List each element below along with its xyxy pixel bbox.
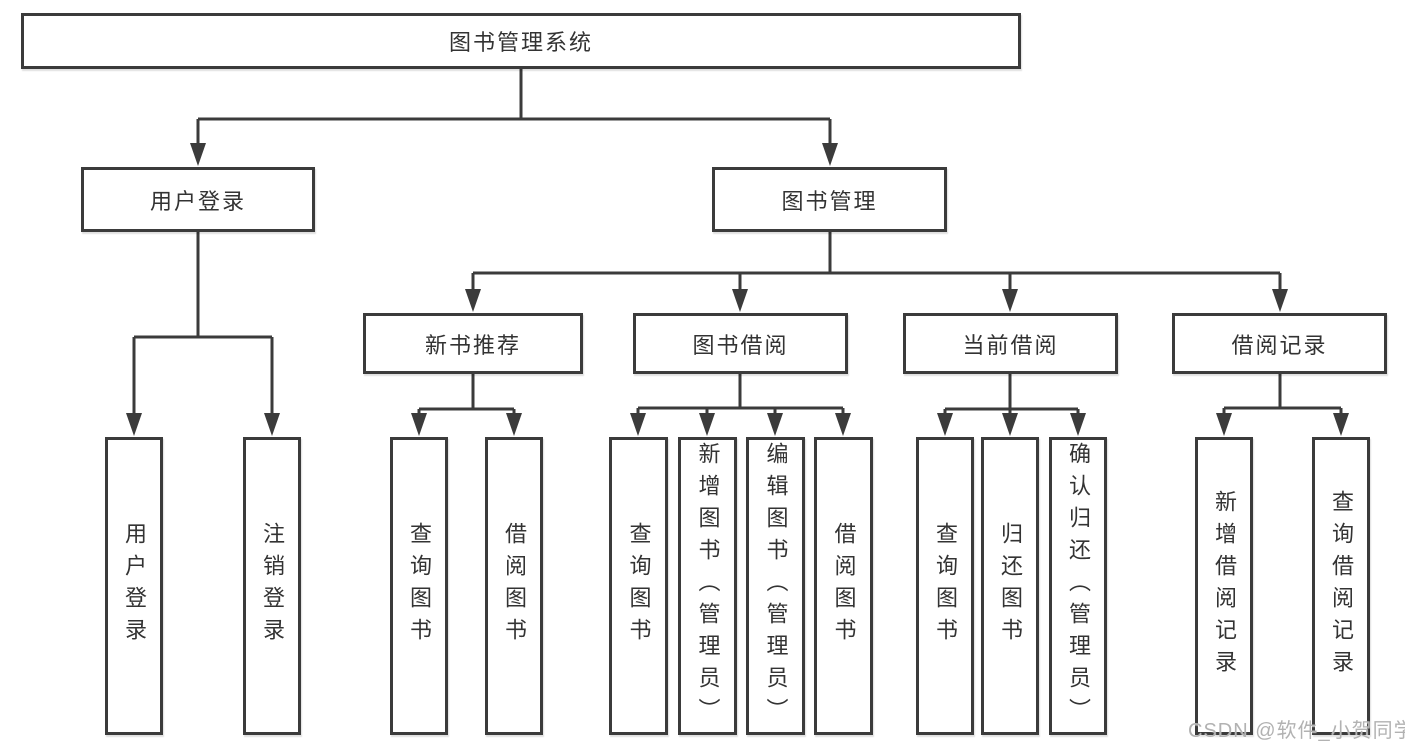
arrow-icon — [822, 143, 838, 166]
leaf-user-login: 用户登录 — [105, 437, 163, 735]
arrow-icon — [699, 413, 715, 436]
node-label: 用户登录 — [149, 188, 246, 214]
arrow-icon — [1070, 413, 1086, 436]
leaf-add-borrow-record: 新增借阅记录 — [1195, 437, 1253, 735]
arrow-icon — [1002, 289, 1018, 312]
connector-borrow-record-group — [1222, 374, 1343, 416]
connector-root — [196, 69, 832, 146]
connector-new-book-group — [417, 374, 516, 416]
leaf-query-books-recommend: 查询图书 — [390, 437, 448, 735]
node-label: 用户登录 — [122, 522, 147, 650]
leaf-return-books: 归还图书 — [981, 437, 1039, 735]
node-label: 借阅图书 — [831, 522, 857, 650]
node-root-system: 图书管理系统 — [21, 13, 1021, 69]
node-label: 新增图书（管理员） — [695, 442, 721, 730]
connector-book-borrow-group — [636, 374, 845, 416]
node-label: 查询图书 — [407, 522, 432, 650]
arrow-icon — [732, 289, 748, 312]
node-label: 查询图书 — [933, 522, 958, 650]
node-label: 图书借阅 — [692, 332, 789, 358]
arrow-icon — [1216, 413, 1232, 436]
arrow-icon — [126, 413, 142, 436]
node-book-borrow: 图书借阅 — [633, 313, 848, 374]
node-label: 图书管理 — [781, 188, 878, 214]
leaf-query-borrow-record: 查询借阅记录 — [1312, 437, 1370, 735]
leaf-edit-books-admin: 编辑图书（管理员） — [746, 437, 805, 735]
node-label: 查询借阅记录 — [1329, 490, 1354, 682]
node-new-book-recommend: 新书推荐 — [363, 313, 583, 374]
node-label: 新书推荐 — [424, 332, 521, 358]
leaf-logout: 注销登录 — [243, 437, 301, 735]
connector-current-borrow-group — [943, 374, 1080, 416]
node-label: 编辑图书（管理员） — [763, 442, 789, 730]
node-label: 借阅记录 — [1231, 332, 1328, 358]
node-label: 注销登录 — [260, 522, 285, 650]
arrow-icon — [506, 413, 522, 436]
connector-arrowheads — [126, 143, 1349, 436]
leaf-add-books-admin: 新增图书（管理员） — [678, 437, 737, 735]
node-user-login: 用户登录 — [81, 167, 315, 232]
arrow-icon — [835, 413, 851, 436]
node-book-management: 图书管理 — [712, 167, 947, 232]
connector-user-login-group — [132, 232, 274, 416]
node-label: 当前借阅 — [962, 332, 1059, 358]
csdn-watermark: CSDN @软件_小贺同学 — [1188, 720, 1405, 742]
arrow-icon — [190, 143, 206, 166]
arrow-icon — [1002, 413, 1018, 436]
node-current-borrow: 当前借阅 — [903, 313, 1118, 374]
node-label: 查询图书 — [626, 522, 652, 650]
connector-book-management-group — [471, 232, 1282, 292]
leaf-borrow-books-recommend: 借阅图书 — [485, 437, 543, 735]
arrow-icon — [1333, 413, 1349, 436]
node-label: 图书管理系统 — [448, 30, 593, 55]
leaf-query-books-borrow: 查询图书 — [609, 437, 668, 735]
arrow-icon — [630, 413, 646, 436]
leaf-confirm-return-admin: 确认归还（管理员） — [1049, 437, 1107, 735]
node-label: 确认归还（管理员） — [1066, 442, 1091, 730]
arrow-icon — [767, 413, 783, 436]
arrow-icon — [465, 289, 481, 312]
leaf-query-books-current: 查询图书 — [916, 437, 974, 735]
arrow-icon — [1272, 289, 1288, 312]
node-label: 借阅图书 — [502, 522, 527, 650]
leaf-borrow-books: 借阅图书 — [814, 437, 873, 735]
connector-lines — [132, 69, 1343, 416]
arrow-icon — [411, 413, 427, 436]
node-label: 新增借阅记录 — [1212, 490, 1237, 682]
arrow-icon — [264, 413, 280, 436]
node-borrow-records: 借阅记录 — [1172, 313, 1387, 374]
node-label: 归还图书 — [998, 522, 1023, 650]
arrow-icon — [937, 413, 953, 436]
